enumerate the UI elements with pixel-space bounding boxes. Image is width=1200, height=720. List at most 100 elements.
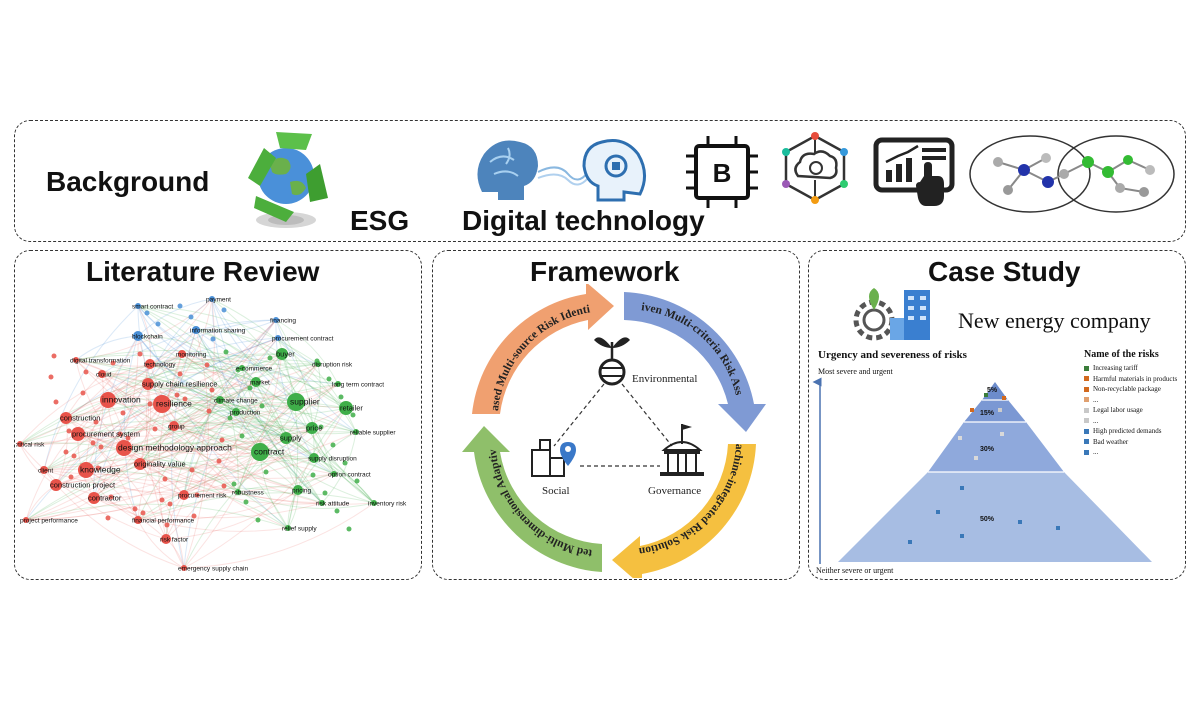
- network-edge: [123, 442, 335, 475]
- network-edge: [25, 383, 339, 521]
- network-node: [192, 326, 200, 334]
- network-node: [135, 303, 141, 309]
- network-node: [354, 478, 360, 484]
- network-edge: [65, 335, 139, 419]
- network-node: [210, 336, 216, 342]
- network-edge: [171, 329, 197, 569]
- network-edge: [137, 305, 299, 491]
- network-edge: [165, 489, 299, 540]
- network-node: [147, 401, 153, 407]
- level-50-label: 50%: [980, 516, 995, 523]
- keyword-label: resilience: [156, 399, 192, 409]
- network-edge: [77, 319, 277, 435]
- risk-pyramid: 5% 15% 30% 50%: [812, 377, 1152, 564]
- network-node: [219, 437, 225, 443]
- network-edge: [75, 335, 139, 361]
- network-node: [285, 525, 291, 531]
- network-edge: [25, 319, 277, 521]
- network-node: [350, 412, 356, 418]
- keyword-label: inventory risk: [368, 501, 407, 508]
- legend-label: Harmful materials in products: [1093, 374, 1178, 383]
- network-edge: [137, 305, 319, 365]
- network-node: [95, 465, 101, 471]
- keyword-label: information sharing: [190, 328, 246, 335]
- network-edge: [211, 298, 357, 433]
- network-edge: [107, 399, 239, 493]
- network-node: [182, 396, 188, 402]
- network-edge: [275, 319, 315, 459]
- network-edge: [65, 417, 323, 504]
- network-node: [287, 393, 305, 411]
- network-edge: [237, 401, 297, 493]
- keyword-label: price: [306, 424, 322, 433]
- network-edge: [137, 305, 289, 529]
- bitcoin-chip-icon: B: [686, 136, 758, 208]
- network-node: [221, 307, 227, 313]
- network-edge: [75, 359, 175, 427]
- network-edge: [93, 335, 139, 499]
- axis-top-label: Most severe and urgent: [818, 367, 893, 376]
- network-edge: [277, 337, 357, 433]
- network-edge: [137, 335, 243, 369]
- network-node: [144, 310, 150, 316]
- network-edge: [235, 319, 277, 413]
- network-edge: [137, 335, 287, 439]
- keyword-label: supply: [280, 434, 302, 443]
- network-edge: [147, 366, 243, 385]
- network-edge: [195, 329, 283, 355]
- network-edge: [19, 298, 213, 445]
- framework-title: Framework: [530, 256, 680, 287]
- network-edge: [93, 497, 289, 532]
- network-edge: [161, 403, 289, 529]
- legend-item: Harmful materials in products: [1084, 374, 1184, 385]
- keyword-label: disruption risk: [312, 362, 353, 369]
- legend-swatch: [1084, 365, 1089, 371]
- network-edge: [137, 363, 319, 521]
- legend-swatch: [1084, 407, 1089, 413]
- network-edge: [101, 319, 277, 375]
- network-node: [153, 395, 171, 413]
- esg-label: ESG: [350, 205, 410, 236]
- network-edge: [107, 386, 297, 403]
- legend-label: Bad weather: [1093, 437, 1129, 446]
- network-node: [178, 350, 186, 358]
- network-node: [134, 458, 146, 470]
- network-node: [231, 481, 237, 487]
- network-edge: [77, 403, 163, 435]
- keyword-label: risk attitude: [316, 501, 350, 508]
- network-edge: [55, 403, 163, 486]
- network-edge: [173, 425, 315, 460]
- network-edge: [255, 381, 315, 459]
- network-edge: [101, 373, 237, 413]
- legend-label: Increasing tariff: [1093, 364, 1138, 373]
- keyword-label: digital transformation: [70, 358, 131, 365]
- network-edge: [93, 497, 323, 519]
- network-edge: [183, 353, 283, 569]
- network-edge: [93, 353, 183, 499]
- network-node: [275, 335, 281, 341]
- svg-text:B: B: [713, 158, 732, 188]
- network-node: [116, 440, 132, 456]
- literature-review-title: Literature Review: [86, 256, 320, 287]
- network-node: [216, 458, 222, 464]
- network-edge: [137, 305, 183, 355]
- network-edge: [55, 363, 319, 486]
- network-edge: [149, 363, 323, 504]
- social-icon: [531, 439, 576, 477]
- network-edge: [195, 329, 339, 385]
- network-edge: [77, 383, 339, 438]
- network-edge: [107, 353, 283, 401]
- case-study-panel: [808, 250, 1186, 580]
- network-edge: [19, 442, 239, 493]
- network-edge: [147, 363, 319, 390]
- network-edge: [219, 399, 315, 459]
- keyword-label: procurement contract: [272, 336, 334, 343]
- network-node: [51, 353, 57, 359]
- legend-swatch: [1084, 439, 1089, 445]
- social-label: Social: [542, 485, 570, 497]
- network-edge: [137, 305, 297, 403]
- network-edge: [275, 319, 339, 385]
- network-edge: [101, 353, 183, 375]
- keyword-label: pricing: [292, 488, 312, 495]
- network-node: [318, 424, 324, 430]
